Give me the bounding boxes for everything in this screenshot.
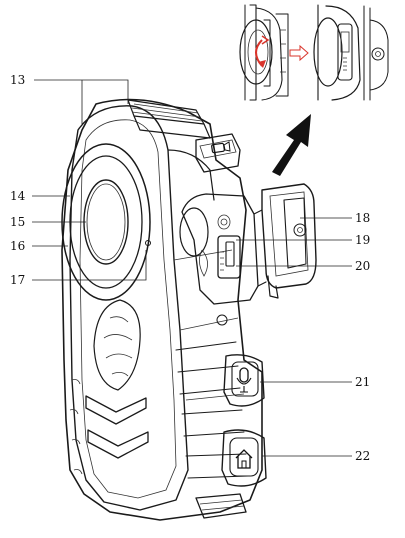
home-icon — [235, 449, 253, 469]
callout-17: 17 — [10, 273, 25, 287]
callout-20: 20 — [355, 259, 370, 273]
callout-16: 16 — [10, 239, 25, 253]
inset-rotation-detail — [239, 4, 389, 101]
direction-arrow-icon — [289, 44, 309, 62]
camera-body — [61, 98, 317, 521]
callout-13: 13 — [10, 73, 25, 87]
callout-leaders — [32, 79, 352, 457]
leader-13 — [34, 79, 129, 124]
inset-right-panel — [313, 4, 389, 101]
callout-labels: 13 14 15 16 17 18 19 20 21 22 — [10, 73, 370, 463]
port-cover-flap — [253, 183, 317, 299]
usb-port-panel — [179, 193, 259, 326]
callout-18: 18 — [355, 211, 370, 225]
bottom-foot — [195, 493, 247, 519]
callout-22: 22 — [355, 449, 370, 463]
home-button — [221, 429, 267, 487]
callout-21: 21 — [355, 375, 370, 389]
callout-15: 15 — [10, 215, 25, 229]
side-ribs — [69, 341, 249, 479]
leader-17 — [32, 250, 147, 281]
callout-19: 19 — [355, 233, 370, 247]
mic-button — [223, 354, 265, 407]
callout-14: 14 — [10, 189, 26, 203]
video-camera-icon — [211, 141, 231, 154]
grip-recess — [93, 299, 141, 391]
rotate-arrow-icon — [255, 35, 270, 68]
top-clip-ridges — [127, 99, 211, 139]
record-button — [195, 133, 241, 173]
lift-arrow-icon — [272, 114, 311, 176]
microphone-icon — [236, 367, 252, 393]
infrared-sensor — [145, 240, 151, 246]
chevron-grip-marks — [85, 395, 149, 459]
inset-left-panel — [239, 4, 289, 101]
